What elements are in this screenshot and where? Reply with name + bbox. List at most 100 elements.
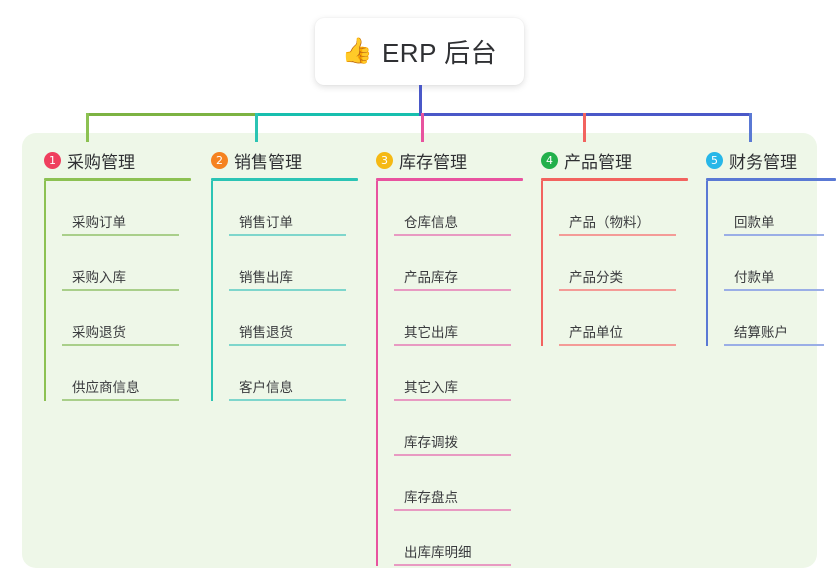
leaf-node[interactable]: 供应商信息 xyxy=(62,346,195,401)
leaf-node[interactable]: 其它出库 xyxy=(394,291,527,346)
branch-underline-3 xyxy=(376,178,523,181)
branch-column-5: 5 财务管理回款单付款单结算账户 xyxy=(692,148,839,346)
branch-number-badge-5: 5 xyxy=(706,151,723,169)
branch-header-4[interactable]: 4 产品管理 xyxy=(527,148,692,172)
leaf-underline xyxy=(394,399,511,401)
leaf-label: 其它入库 xyxy=(404,380,458,395)
leaf-node[interactable]: 仓库信息 xyxy=(394,181,527,236)
branch-title-3: 库存管理 xyxy=(399,152,467,172)
branch-title-4: 产品管理 xyxy=(564,152,632,172)
leaf-label: 结算账户 xyxy=(734,325,788,340)
branch-column-4: 4 产品管理产品（物料） 产品分类产品单位 xyxy=(527,148,692,346)
root-node-erp-backend[interactable]: 👍 ERP 后台 xyxy=(315,18,524,85)
leaf-node[interactable]: 销售出库 xyxy=(229,236,362,291)
branch-number-badge-3: 3 xyxy=(376,151,393,169)
leaf-label: 供应商信息 xyxy=(72,380,140,395)
leaf-label: 库存盘点 xyxy=(404,490,458,505)
leaf-underline xyxy=(394,509,511,511)
branch-number-badge-4: 4 xyxy=(541,151,558,169)
leaf-underline xyxy=(394,289,511,291)
leaf-underline xyxy=(559,344,676,346)
leaf-list-4: 产品（物料） 产品分类产品单位 xyxy=(541,181,692,346)
leaf-underline xyxy=(559,289,676,291)
leaf-node[interactable]: 采购订单 xyxy=(62,181,195,236)
leaf-underline xyxy=(62,289,179,291)
leaf-underline xyxy=(62,344,179,346)
leaf-label: 产品分类 xyxy=(569,270,623,285)
branch-header-2[interactable]: 2 销售管理 xyxy=(197,148,362,172)
leaf-node[interactable]: 销售退货 xyxy=(229,291,362,346)
leaf-label: 仓库信息 xyxy=(404,215,458,230)
leaf-label: 产品单位 xyxy=(569,325,623,340)
leaf-underline xyxy=(559,234,676,236)
leaf-node[interactable]: 采购退货 xyxy=(62,291,195,346)
root-stem-line xyxy=(419,85,422,116)
leaf-underline xyxy=(62,399,179,401)
branch-drop-line-3 xyxy=(421,113,424,142)
leaf-label: 销售退货 xyxy=(239,325,293,340)
leaf-list-5: 回款单付款单结算账户 xyxy=(706,181,839,346)
leaf-node[interactable]: 产品分类 xyxy=(559,236,692,291)
branch-underline-2 xyxy=(211,178,358,181)
branch-underline-1 xyxy=(44,178,191,181)
leaf-underline xyxy=(724,344,824,346)
leaf-label: 库存调拨 xyxy=(404,435,458,450)
leaf-underline xyxy=(724,289,824,291)
leaf-underline xyxy=(394,564,511,566)
leaf-node[interactable]: 客户信息 xyxy=(229,346,362,401)
branch-drop-line-2 xyxy=(255,113,258,142)
leaf-node[interactable]: 产品（物料） xyxy=(559,181,692,236)
leaf-label: 出库库明细 xyxy=(404,545,472,560)
leaf-underline xyxy=(394,344,511,346)
leaf-label: 采购入库 xyxy=(72,270,126,285)
leaf-node[interactable]: 出库库明细 xyxy=(394,511,527,566)
leaf-list-1: 采购订单采购入库采购退货供应商信息 xyxy=(44,181,195,401)
branch-drop-line-1 xyxy=(86,113,89,142)
leaf-node[interactable]: 产品单位 xyxy=(559,291,692,346)
leaf-underline xyxy=(229,234,346,236)
leaf-underline xyxy=(229,344,346,346)
leaf-label: 付款单 xyxy=(734,270,775,285)
leaf-label: 回款单 xyxy=(734,215,775,230)
leaf-node[interactable]: 其它入库 xyxy=(394,346,527,401)
leaf-label: 销售出库 xyxy=(239,270,293,285)
leaf-node[interactable]: 结算账户 xyxy=(724,291,839,346)
branch-drop-line-5 xyxy=(749,113,752,142)
branch-number-badge-2: 2 xyxy=(211,151,228,169)
branch-header-3[interactable]: 3 库存管理 xyxy=(362,148,527,172)
leaf-node[interactable]: 回款单 xyxy=(724,181,839,236)
diagram-background-panel xyxy=(22,133,817,568)
branch-number-badge-1: 1 xyxy=(44,151,61,169)
leaf-list-2: 销售订单销售出库销售退货客户信息 xyxy=(211,181,362,401)
bus-segment-1 xyxy=(86,113,258,116)
leaf-underline xyxy=(394,234,511,236)
leaf-node[interactable]: 产品库存 xyxy=(394,236,527,291)
leaf-node[interactable]: 销售订单 xyxy=(229,181,362,236)
branch-title-2: 销售管理 xyxy=(234,152,302,172)
leaf-underline xyxy=(229,289,346,291)
leaf-underline xyxy=(394,454,511,456)
leaf-node[interactable]: 库存调拨 xyxy=(394,401,527,456)
branch-header-5[interactable]: 5 财务管理 xyxy=(692,148,839,172)
branch-underline-5 xyxy=(706,178,836,181)
branch-underline-4 xyxy=(541,178,688,181)
leaf-label: 产品（物料） xyxy=(569,215,650,230)
leaf-label: 销售订单 xyxy=(239,215,293,230)
branch-title-5: 财务管理 xyxy=(729,152,797,172)
leaf-label: 产品库存 xyxy=(404,270,458,285)
branch-column-2: 2 销售管理销售订单销售出库销售退货客户信息 xyxy=(197,148,362,401)
bus-segment-2 xyxy=(255,113,422,116)
branch-column-3: 3 库存管理仓库信息产品库存其它出库其它入库库存调拨库存盘点出库库明细 xyxy=(362,148,527,566)
leaf-label: 采购退货 xyxy=(72,325,126,340)
leaf-node[interactable]: 库存盘点 xyxy=(394,456,527,511)
leaf-underline xyxy=(62,234,179,236)
leaf-node[interactable]: 采购入库 xyxy=(62,236,195,291)
leaf-label: 采购订单 xyxy=(72,215,126,230)
root-node-title: ERP 后台 xyxy=(381,38,498,68)
leaf-label: 其它出库 xyxy=(404,325,458,340)
leaf-node[interactable]: 付款单 xyxy=(724,236,839,291)
leaf-underline xyxy=(229,399,346,401)
leaf-list-3: 仓库信息产品库存其它出库其它入库库存调拨库存盘点出库库明细 xyxy=(376,181,527,566)
